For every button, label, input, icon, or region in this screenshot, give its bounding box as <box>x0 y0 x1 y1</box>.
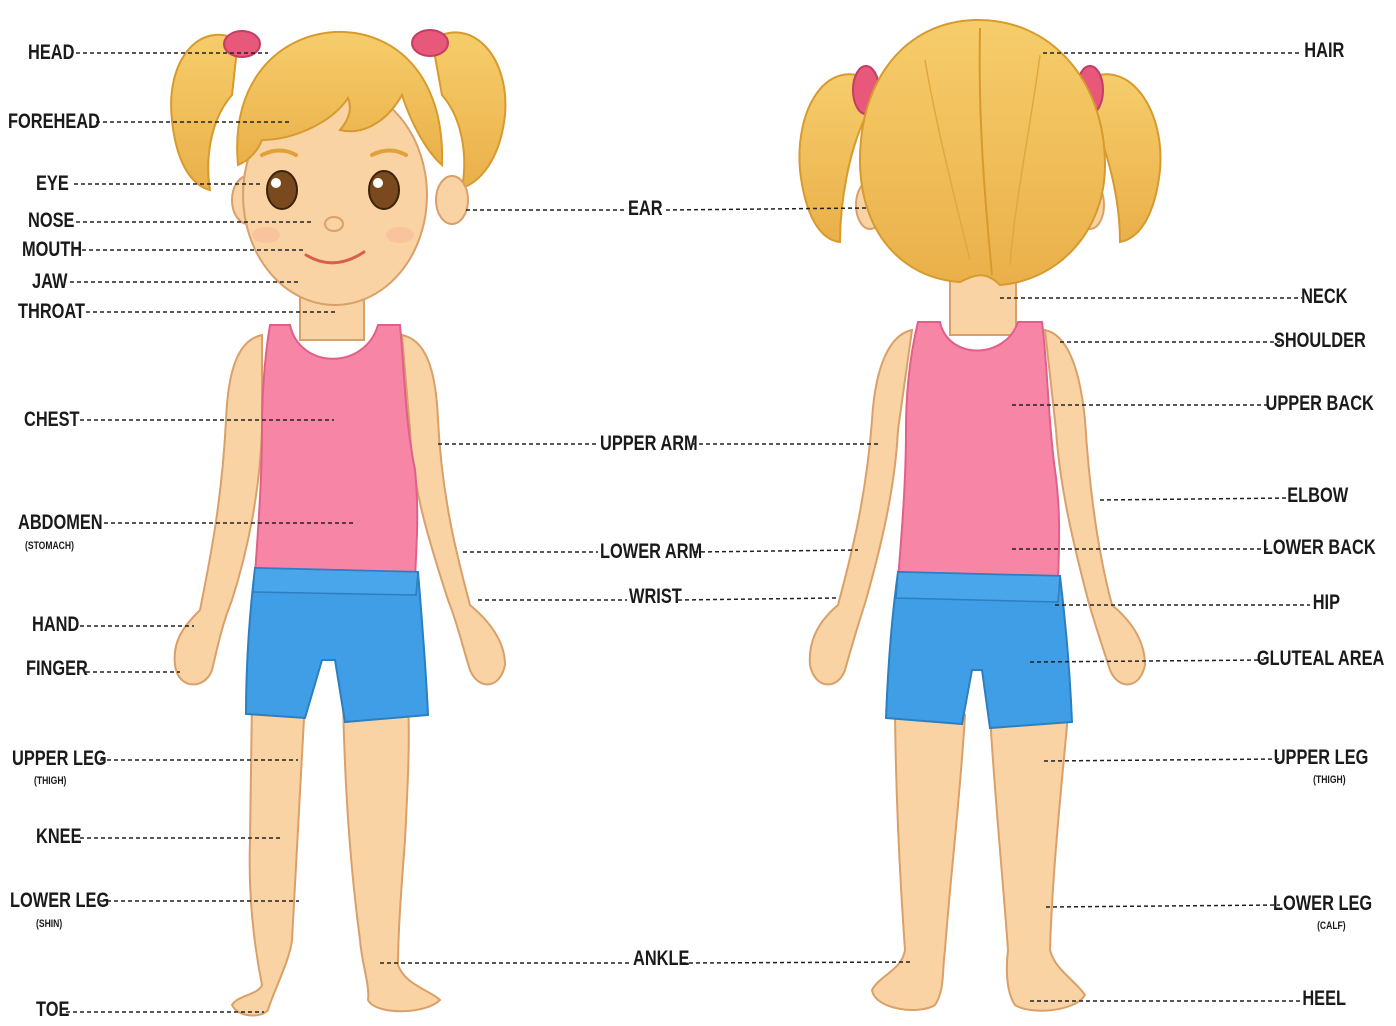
label-jaw: JAW <box>32 271 68 292</box>
label-upper-arm: UPPER ARM <box>600 433 698 454</box>
label-chest: CHEST <box>24 409 80 430</box>
label-upper-leg-back: UPPER LEG <box>1273 747 1368 768</box>
label-abdomen-sub: (STOMACH) <box>25 541 74 552</box>
back-right-leg <box>990 715 1085 1011</box>
label-upper-leg-front: UPPER LEG <box>12 748 107 769</box>
label-heel: HEEL <box>1302 988 1346 1009</box>
front-left-leg <box>232 700 305 1015</box>
front-right-hair-tie <box>412 30 448 56</box>
front-right-ear <box>436 176 468 224</box>
label-upper-leg-front-sub: (THIGH) <box>34 776 66 787</box>
label-hand: HAND <box>32 614 79 635</box>
label-knee: KNEE <box>36 826 82 847</box>
front-left-pigtail <box>171 35 238 190</box>
label-lower-leg-back-sub: (CALF) <box>1317 921 1346 932</box>
label-wrist: WRIST <box>629 586 682 607</box>
front-right-leg <box>343 700 440 1011</box>
label-head: HEAD <box>28 42 74 63</box>
label-lower-leg-front: LOWER LEG <box>10 890 109 911</box>
label-throat: THROAT <box>18 301 85 322</box>
label-lower-leg-back: LOWER LEG <box>1273 893 1372 914</box>
label-ankle: ANKLE <box>633 948 689 969</box>
front-shorts-waistband <box>253 568 418 595</box>
label-nose: NOSE <box>28 210 74 231</box>
label-neck: NECK <box>1302 286 1348 307</box>
label-ear: EAR <box>628 198 663 219</box>
label-hair: HAIR <box>1304 40 1344 61</box>
front-tank-top <box>255 325 417 585</box>
label-forehead: FOREHEAD <box>8 111 100 132</box>
label-lower-back: LOWER BACK <box>1263 537 1376 558</box>
label-lower-leg-front-sub: (SHIN) <box>36 919 62 930</box>
label-lower-arm: LOWER ARM <box>600 541 702 562</box>
label-mouth: MOUTH <box>22 239 82 260</box>
label-upper-leg-back-sub: (THIGH) <box>1314 775 1346 786</box>
back-left-leg <box>872 715 965 1010</box>
label-elbow: ELBOW <box>1287 485 1348 506</box>
front-left-eye <box>267 171 297 209</box>
label-upper-back: UPPER BACK <box>1266 393 1374 414</box>
label-eye: EYE <box>36 173 69 194</box>
label-finger: FINGER <box>26 658 88 679</box>
front-right-pigtail <box>432 32 505 188</box>
label-abdomen: ABDOMEN <box>18 512 103 533</box>
front-right-eye <box>369 171 399 209</box>
back-tank-top <box>898 322 1059 588</box>
label-toe: TOE <box>36 999 69 1020</box>
label-shoulder: SHOULDER <box>1274 330 1366 351</box>
label-hip: HIP <box>1313 592 1340 613</box>
back-shorts-waistband <box>896 572 1060 602</box>
label-gluteal-area: GLUTEAL AREA <box>1257 648 1384 669</box>
girl-back-figure <box>799 20 1160 1011</box>
